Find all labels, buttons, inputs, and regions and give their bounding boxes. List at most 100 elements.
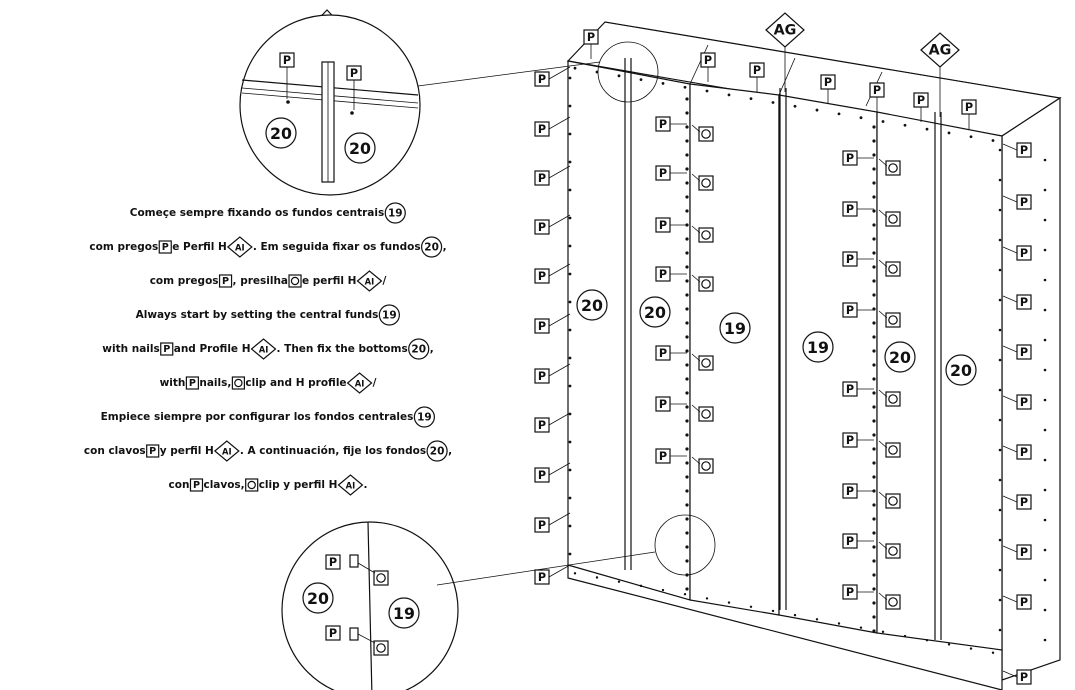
- label-box: [146, 444, 160, 458]
- label-box: [698, 406, 714, 422]
- nail-dot: [872, 139, 876, 143]
- part-circle: [945, 354, 977, 386]
- nail-dot: [1043, 158, 1047, 162]
- part-number: 20: [950, 361, 972, 380]
- nail-dot: [872, 279, 876, 283]
- instruction-line-es: con clavos P y perfil H AI. A continuaci…: [84, 440, 452, 462]
- label-box: [885, 543, 901, 559]
- nail-label: P: [218, 274, 233, 288]
- leader: [1002, 195, 1018, 203]
- nail-dot: [568, 524, 572, 528]
- label-box: [245, 478, 259, 492]
- clip-label: [373, 570, 389, 586]
- clip-icon: [701, 279, 711, 289]
- clip-label: [698, 355, 714, 371]
- nail-dot: [685, 531, 689, 535]
- leader: [878, 259, 888, 268]
- leader: [1002, 545, 1018, 553]
- instruction-text: Começe sempre fixando os fundos centrais…: [84, 202, 452, 496]
- part-circle: [265, 117, 297, 149]
- label-text: P: [1020, 196, 1028, 209]
- nail-label: P: [325, 554, 341, 570]
- clip-label: [698, 126, 714, 142]
- label-text: P: [917, 94, 925, 107]
- part-20-label: 20: [420, 236, 443, 258]
- nail-label: P: [534, 368, 550, 384]
- nail-dot: [727, 93, 731, 97]
- nail-dot: [998, 508, 1002, 512]
- nail-dot: [881, 630, 885, 634]
- instruction-text: e perfil H: [302, 275, 356, 287]
- magnify-circle-top: [597, 41, 659, 103]
- nail-dot: [1043, 308, 1047, 312]
- magnify-circle-bottom: [654, 514, 716, 576]
- nail-dot: [685, 279, 689, 283]
- leader: [548, 66, 571, 80]
- nail-dot: [969, 647, 973, 650]
- label-text: P: [162, 242, 169, 253]
- nail-dot: [881, 120, 885, 123]
- nail-label: P: [700, 52, 716, 68]
- leader: [1002, 246, 1018, 254]
- nail-dot: [872, 517, 876, 521]
- nail-dot: [685, 377, 689, 381]
- label-text: AI: [235, 243, 245, 253]
- nail-dot: [568, 188, 572, 192]
- part-20-label: 20: [884, 341, 916, 373]
- part-circle: [388, 597, 420, 629]
- label-text: P: [538, 172, 546, 185]
- nail-dot: [685, 475, 689, 479]
- clip-icon: [888, 445, 898, 455]
- nail-label: P: [534, 71, 550, 87]
- label-text: AI: [222, 447, 232, 457]
- nail-dot: [872, 335, 876, 339]
- nail-dot: [685, 587, 689, 591]
- nail-label: P: [1016, 494, 1032, 510]
- nail-dot: [998, 148, 1002, 152]
- clip-icon: [701, 178, 711, 188]
- nail-dot: [568, 76, 572, 80]
- nail-dot: [872, 629, 876, 633]
- nail-dot: [771, 101, 775, 104]
- guide-label: AG: [920, 32, 960, 68]
- detail-seam: [367, 521, 373, 690]
- clip-icon: [376, 643, 386, 653]
- label-box: [885, 160, 901, 176]
- nail-label: P: [1016, 294, 1032, 310]
- nail-dot: [568, 160, 572, 164]
- nail-label: P: [842, 381, 858, 397]
- nail-dot: [568, 496, 572, 500]
- instruction-text: con: [169, 479, 190, 491]
- nail-dot: [998, 238, 1002, 242]
- part-circle: [426, 440, 448, 462]
- nail-dot: [1043, 398, 1047, 402]
- label-text: AG: [774, 23, 797, 39]
- nail-dot: [998, 298, 1002, 302]
- nail-dot: [872, 587, 876, 591]
- nail-dot: [1043, 278, 1047, 282]
- instruction-text: with: [160, 377, 186, 389]
- nail-label: P: [1016, 344, 1032, 360]
- part-number: 19: [724, 319, 746, 338]
- nail-dot: [1043, 218, 1047, 222]
- instruction-text: . Em seguida fixar os fundos: [253, 241, 421, 253]
- label-box: [325, 554, 341, 570]
- nail-dot: [947, 131, 951, 135]
- label-box: [698, 227, 714, 243]
- nail-dot: [872, 363, 876, 367]
- nail-label: P: [534, 318, 550, 334]
- nail-label: P: [913, 92, 929, 108]
- part-number: 20: [581, 296, 603, 315]
- leader: [878, 592, 888, 601]
- leader: [691, 274, 701, 283]
- clip-label: [885, 160, 901, 176]
- leader: [691, 353, 701, 362]
- label-box: [373, 570, 389, 586]
- nail-label: P: [534, 517, 550, 533]
- part-circle: [344, 132, 376, 164]
- nail-dot: [617, 580, 621, 583]
- part-number: 19: [417, 412, 432, 424]
- nail-dot: [991, 651, 995, 654]
- nail-label: P: [655, 116, 671, 132]
- nail-dot: [568, 440, 572, 444]
